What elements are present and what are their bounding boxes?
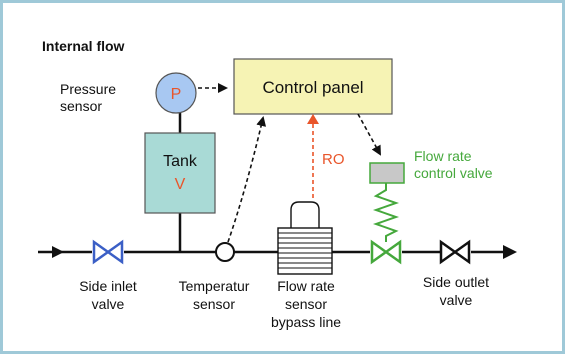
signal-arrow-control-valve bbox=[357, 113, 381, 156]
flow-direction-arrow bbox=[503, 245, 517, 259]
ro-label: RO bbox=[322, 151, 345, 168]
side-outlet-valve-label: Side outlet bbox=[423, 274, 489, 290]
flow-rate-control-valve-label: control valve bbox=[414, 165, 493, 181]
side-outlet-valve-icon bbox=[439, 239, 471, 265]
flow-rate-sensor-icon bbox=[277, 201, 333, 275]
flow-rate-control-valve-icon bbox=[369, 162, 405, 265]
flow-rate-sensor-label: sensor bbox=[285, 296, 327, 312]
tank-symbol: V bbox=[175, 176, 186, 193]
pressure-sensor-icon bbox=[155, 72, 197, 114]
flow-direction-arrow bbox=[52, 246, 64, 258]
temperature-sensor-label: sensor bbox=[193, 296, 235, 312]
flow-rate-sensor-label: bypass line bbox=[271, 314, 341, 330]
control-panel bbox=[233, 58, 393, 115]
signal-arrow-temperature bbox=[227, 116, 267, 243]
pressure-sensor-label: sensor bbox=[60, 98, 102, 114]
temperature-sensor-icon bbox=[215, 242, 235, 262]
pressure-sensor-symbol: P bbox=[171, 86, 182, 103]
side-outlet-valve-label: valve bbox=[440, 292, 473, 308]
control-panel-label: Control panel bbox=[262, 78, 363, 97]
tank-label: Tank bbox=[163, 153, 198, 170]
pressure-sensor-label: Pressure bbox=[60, 81, 116, 97]
arrowhead-ro bbox=[307, 114, 319, 124]
side-inlet-valve-icon bbox=[92, 239, 124, 265]
side-inlet-valve-label: Side inlet bbox=[79, 278, 137, 294]
flow-rate-control-valve-label: Flow rate bbox=[414, 148, 472, 164]
temperature-sensor-label: Temperatur bbox=[179, 278, 250, 294]
flow-rate-sensor-label: Flow rate bbox=[277, 278, 335, 294]
tank bbox=[144, 132, 216, 214]
side-inlet-valve-label: valve bbox=[92, 296, 125, 312]
diagram-title: Internal flow bbox=[42, 38, 125, 54]
